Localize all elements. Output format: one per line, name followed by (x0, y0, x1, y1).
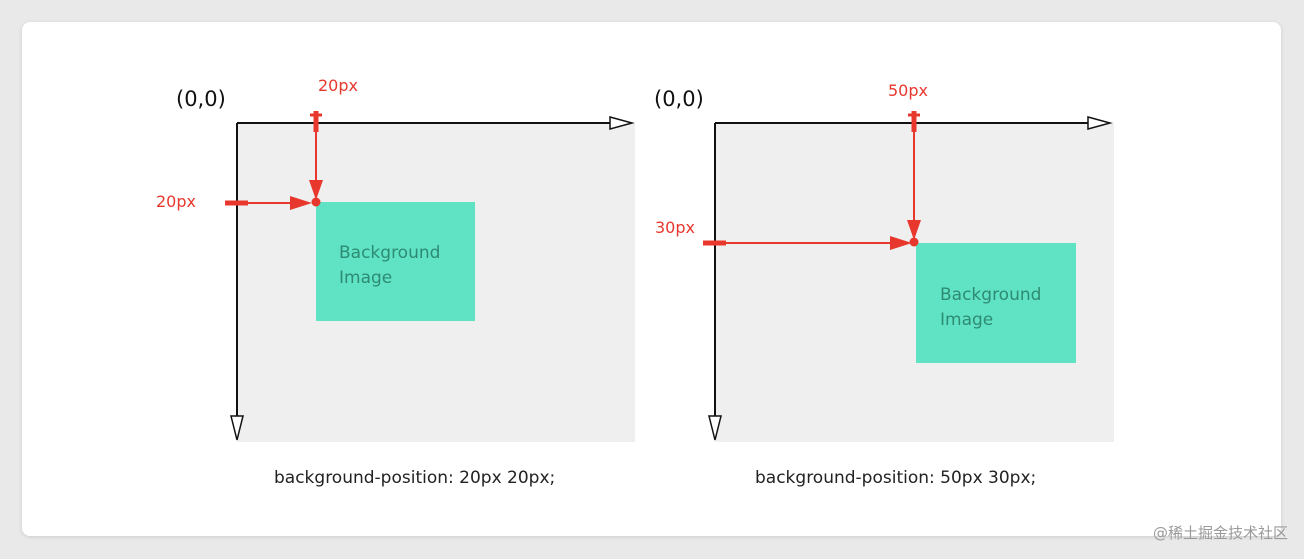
x-offset-label: 20px (318, 76, 358, 95)
y-axis-arrowhead (708, 415, 722, 441)
origin-label: (0,0) (176, 87, 226, 111)
y-offset-label: 20px (156, 192, 196, 211)
x-offset-arrow (907, 111, 921, 240)
left-caption: background-position: 20px 20px; (274, 468, 556, 488)
y-offset-arrow (225, 196, 312, 210)
y-axis-arrowhead (230, 415, 244, 441)
y-offset-arrow (703, 236, 912, 250)
x-axis-arrowhead (609, 116, 635, 130)
right-caption: background-position: 50px 30px; (755, 468, 1037, 488)
coordinate-axes (708, 116, 1113, 441)
background-image-box (916, 243, 1076, 363)
offset-point (909, 237, 919, 247)
image-label-line2: Image (339, 268, 392, 288)
background-image-box (316, 202, 475, 321)
right-diagram: Background Image (0,0) 50px 30px (654, 81, 1114, 442)
image-label-line2: Image (940, 310, 993, 330)
coordinate-axes (230, 116, 635, 441)
x-offset-label: 50px (888, 81, 928, 100)
x-offset-arrow (309, 111, 323, 200)
origin-label: (0,0) (654, 87, 704, 111)
watermark: @稀土掘金技术社区 (1152, 524, 1288, 542)
y-offset-label: 30px (655, 218, 695, 237)
left-diagram: Background Image (0,0) 20px 20px (156, 76, 635, 442)
offset-point (311, 197, 321, 207)
image-label-line1: Background (940, 285, 1041, 305)
image-label-line1: Background (339, 243, 440, 263)
x-axis-arrowhead (1087, 116, 1113, 130)
